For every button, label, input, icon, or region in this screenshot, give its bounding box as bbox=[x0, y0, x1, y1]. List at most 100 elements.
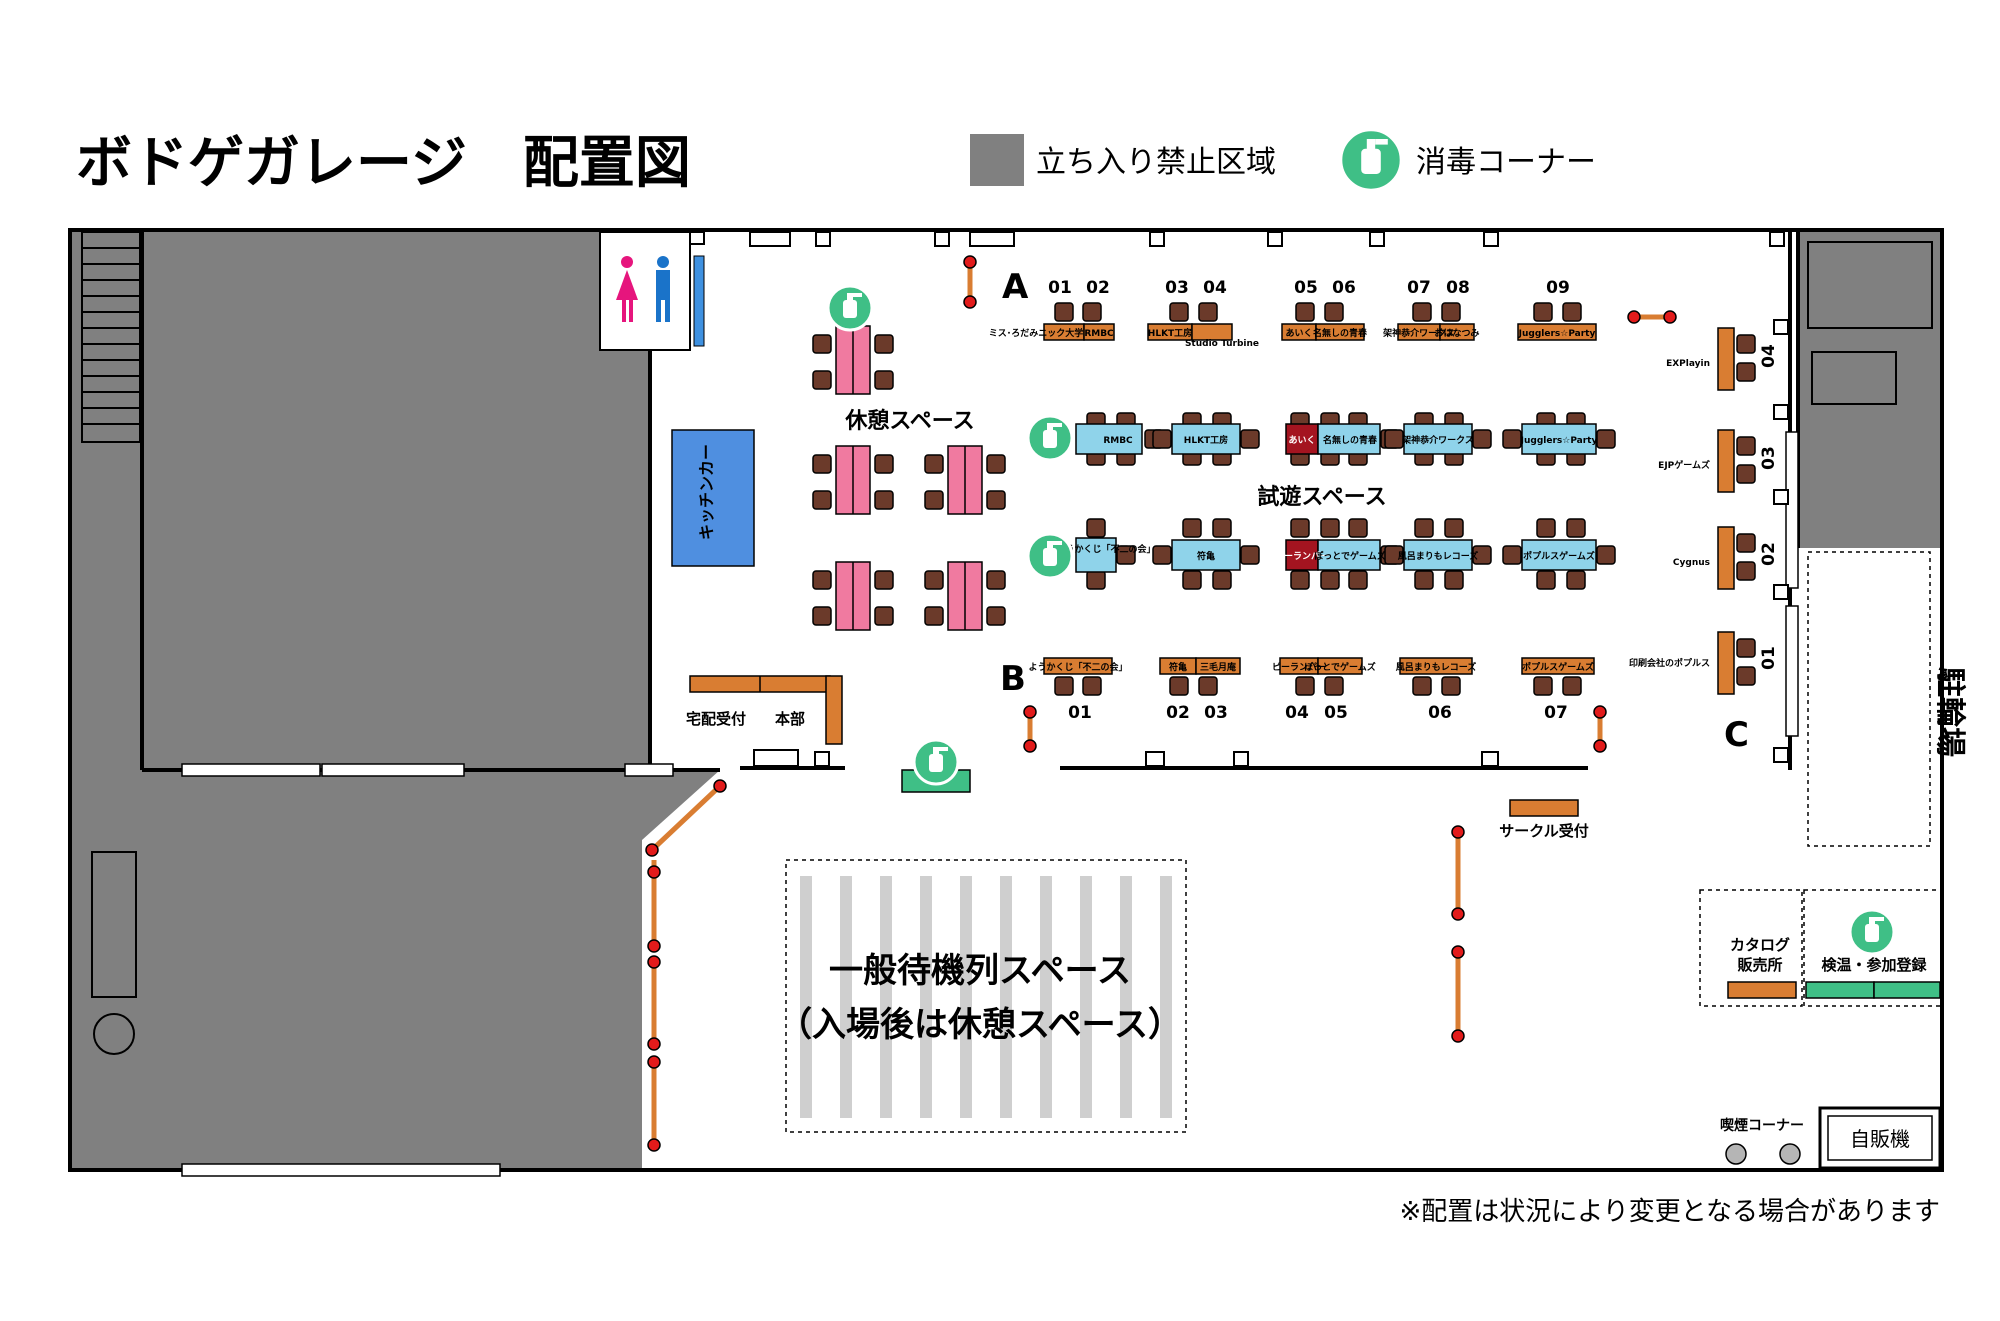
disinfect-icon bbox=[1026, 532, 1074, 580]
booth-name: あいく bbox=[1285, 328, 1312, 339]
row-a: 01 02 03 04 05 06 07 08 09 ミス･ろだみニック大学 R… bbox=[989, 278, 1597, 349]
booth-number: 04 bbox=[1203, 278, 1227, 298]
booth-number: 03 bbox=[1759, 446, 1779, 470]
play-tables-bottom: ようかくじ「不二の会」 符亀 ピーランパー ぽっとでゲームズ 風呂まりもレコーズ… bbox=[1056, 518, 1616, 590]
booth-number: 07 bbox=[1544, 703, 1568, 723]
headquarters-label: 本部 bbox=[775, 710, 805, 728]
booth-number: 05 bbox=[1294, 278, 1318, 298]
booth-number: 01 bbox=[1759, 646, 1779, 670]
booth-name: Cygnus bbox=[1673, 558, 1710, 568]
disinfect-icon bbox=[1026, 414, 1074, 462]
booth-name: 風呂まりもレコーズ bbox=[1396, 661, 1477, 673]
booth-name: 三毛月庵 bbox=[1200, 661, 1237, 673]
delivery-label: 宅配受付 bbox=[686, 710, 746, 728]
booth-number: 06 bbox=[1332, 278, 1356, 298]
play-tables-top: RMBC HLKT工房 あいく 名無しの青春 架神恭介ワークス Jugglers… bbox=[1075, 412, 1616, 466]
booth-number: 07 bbox=[1407, 278, 1431, 298]
toilet-area bbox=[599, 231, 705, 351]
booth-number: 04 bbox=[1759, 344, 1779, 368]
rest-table bbox=[924, 445, 1006, 515]
play-table-name: ピーランパー bbox=[1275, 550, 1329, 562]
legend-restricted-swatch bbox=[970, 134, 1024, 186]
smoking-label: 喫煙コーナー bbox=[1720, 1117, 1804, 1134]
rope-posts bbox=[645, 255, 1677, 1152]
booth-name: ポプルスゲームズ bbox=[1522, 661, 1594, 673]
row-c-label: C bbox=[1724, 715, 1749, 755]
rest-space-label: 休憩スペース bbox=[844, 408, 974, 434]
bicycle-parking bbox=[1807, 551, 1931, 847]
play-table-name: 風呂まりもレコーズ bbox=[1398, 550, 1479, 562]
catalog-label: カタログ bbox=[1730, 936, 1790, 954]
queue-space: 一般待機列スペース （入場後は休憩スペース） bbox=[778, 859, 1187, 1133]
booth-name: 符亀 bbox=[1169, 661, 1187, 673]
circle-reception-desk bbox=[1509, 799, 1579, 817]
row-a-label: A bbox=[1002, 267, 1029, 307]
booth-number: 03 bbox=[1204, 703, 1228, 723]
temp-check-label: 検温・参加登録 bbox=[1821, 956, 1927, 974]
booth-number: 09 bbox=[1546, 278, 1570, 298]
booth-number: 02 bbox=[1166, 703, 1190, 723]
booth-name: ピーランパー bbox=[1272, 661, 1326, 673]
stairs bbox=[81, 231, 141, 443]
booth-number: 05 bbox=[1324, 703, 1348, 723]
legend-disinfect-label: 消毒コーナー bbox=[1416, 145, 1596, 180]
kitchen-car bbox=[671, 429, 755, 567]
booth-name: 名無しの青春 bbox=[1313, 327, 1368, 339]
disinfect-icon bbox=[826, 284, 874, 332]
play-table-name: ポプルスゲームズ bbox=[1523, 550, 1595, 562]
disinfect-icon bbox=[912, 738, 960, 786]
booth-name: EJPゲームズ bbox=[1658, 459, 1710, 471]
legend-restricted-label: 立ち入り禁止区域 bbox=[1036, 145, 1276, 180]
booth-number: 02 bbox=[1759, 542, 1779, 566]
booth-number: 04 bbox=[1285, 703, 1309, 723]
walls bbox=[68, 228, 1944, 1172]
booth-number: 02 bbox=[1086, 278, 1110, 298]
booth-name: 架神恭介ワークス bbox=[1382, 327, 1455, 339]
play-table-name: RMBC bbox=[1103, 436, 1133, 446]
booth-number: 01 bbox=[1068, 703, 1092, 723]
rest-table bbox=[924, 561, 1006, 631]
bicycle-label: 駐輪場 bbox=[1932, 667, 1967, 757]
fixture bbox=[91, 851, 137, 998]
row-c: EXPlayin EJPゲームズ Cygnus 印刷会社のポプルス 04 03 … bbox=[1629, 327, 1779, 695]
row-b-label: B bbox=[1000, 659, 1026, 699]
booth-name: ようかくじ「不二の会」 bbox=[1028, 661, 1127, 673]
ashtray bbox=[1779, 1143, 1801, 1165]
play-table-name: Jugglers☆Party bbox=[1520, 436, 1598, 446]
catalog-area bbox=[1699, 889, 1803, 1007]
booth-name: ぽっとでゲームズ bbox=[1304, 661, 1375, 673]
fixture-circle bbox=[93, 1013, 135, 1055]
booth-number: 01 bbox=[1048, 278, 1072, 298]
booth-name: Studio Turbine bbox=[1185, 339, 1259, 349]
queue-label: 一般待機列スペース bbox=[829, 951, 1131, 991]
page-title: ボドゲガレージ 配置図 bbox=[76, 131, 691, 196]
booth-name: RMBC bbox=[1084, 329, 1114, 339]
rest-table bbox=[812, 561, 894, 631]
rest-table bbox=[812, 445, 894, 515]
temp-check-area bbox=[1803, 889, 1943, 1007]
disclaimer-note: ※配置は状況により変更となる場合があります bbox=[1400, 1197, 1941, 1227]
rest-table bbox=[812, 325, 894, 395]
male-toilet-icon bbox=[656, 256, 670, 322]
row-b: ようかくじ「不二の会」 符亀 三毛月庵 ピーランパー ぽっとでゲームズ 風呂まり… bbox=[1028, 657, 1595, 723]
ashtray bbox=[1725, 1143, 1747, 1165]
female-toilet-icon bbox=[616, 256, 638, 322]
catalog-label-2: 販売所 bbox=[1737, 956, 1782, 974]
play-table-name: 符亀 bbox=[1197, 550, 1215, 562]
vending-label: 自販機 bbox=[1850, 1127, 1910, 1151]
restricted-areas bbox=[70, 230, 1942, 1170]
booth-name: 印刷会社のポプルス bbox=[1629, 657, 1710, 669]
play-table-name: 架神恭介ワークス bbox=[1401, 434, 1474, 446]
play-table-name: HLKT工房 bbox=[1184, 434, 1228, 446]
kitchen-car-label: キッチンカー bbox=[697, 444, 716, 540]
queue-sublabel: （入場後は休憩スペース） bbox=[778, 1005, 1182, 1045]
circle-reception-label: サークル受付 bbox=[1499, 822, 1589, 840]
booth-name: HLKT工房 bbox=[1148, 327, 1192, 339]
disinfect-icon bbox=[1340, 129, 1402, 191]
disinfect-icon bbox=[1848, 908, 1896, 956]
rest-space: 休憩スペース bbox=[812, 325, 1006, 631]
play-table-name: ようかくじ「不二の会」 bbox=[1056, 543, 1155, 555]
booth-name: EXPlayin bbox=[1666, 359, 1710, 369]
booth-name: Jugglers☆Party bbox=[1518, 329, 1596, 339]
